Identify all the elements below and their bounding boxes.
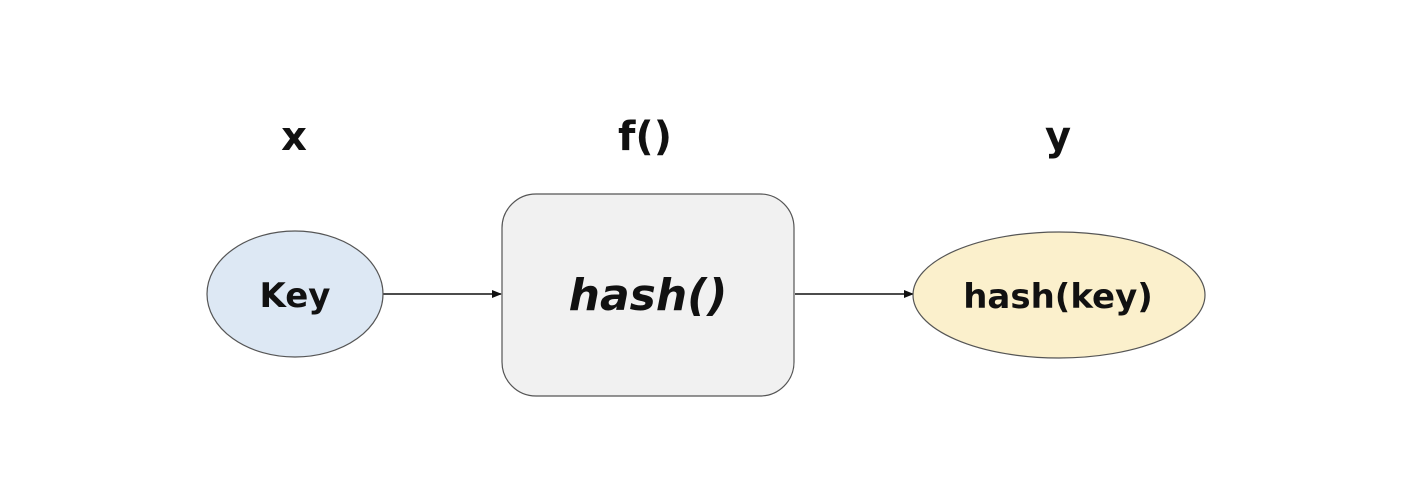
hash-output-node-label: hash(key) — [963, 277, 1153, 317]
hash-output-node — [912, 231, 1206, 359]
hash-function-node-label: hash() — [569, 270, 728, 321]
key-node — [206, 230, 384, 358]
output-variable-label: y — [1045, 114, 1071, 160]
function-variable-label: f() — [618, 114, 672, 160]
hash-function-node — [501, 193, 795, 397]
key-node-label: Key — [260, 276, 331, 316]
input-variable-label: x — [281, 114, 307, 160]
